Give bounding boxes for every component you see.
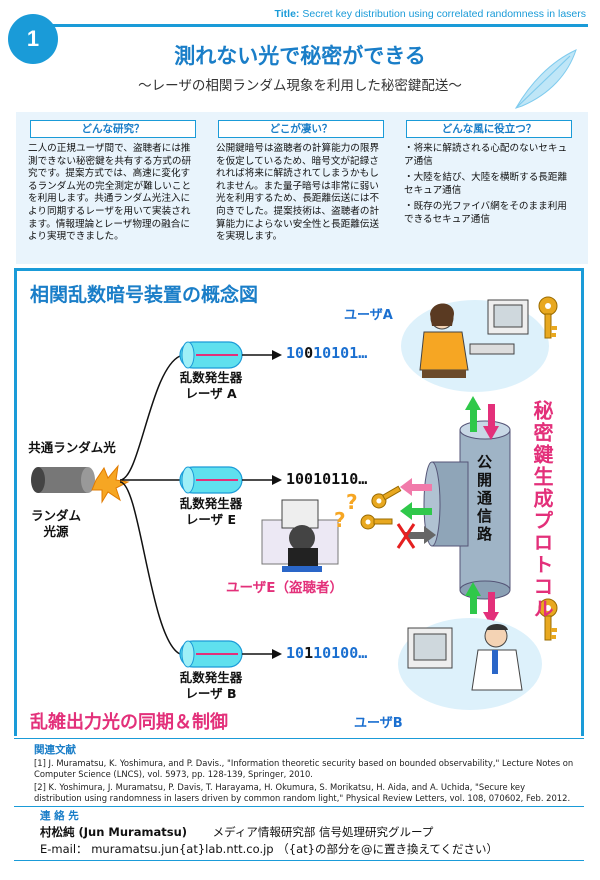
laser-b-icon — [179, 640, 282, 668]
public-channel-label: 公開通信路 — [475, 454, 493, 544]
bits-b-part1: 10 — [286, 644, 305, 662]
bits-a-part3: 10101… — [313, 344, 368, 362]
label-line: 乱数発生器 — [179, 670, 243, 685]
contact-divider — [14, 806, 584, 807]
label-line: ランダム — [30, 508, 81, 523]
references-heading: 関連文献 — [34, 744, 76, 756]
sub-title: ～レーザの相関ランダム現象を利用した秘密鍵配送～ — [138, 78, 462, 94]
bullet-item: ・既存の光ファイバ網をそのまま利用できるセキュア通信 — [404, 201, 567, 225]
column-heading-merit: どこが凄い？ — [218, 120, 384, 138]
question-mark: ? — [334, 508, 346, 532]
bits-b-part3: 10100… — [313, 644, 368, 662]
main-title: 測れない光で秘密ができる — [174, 44, 426, 68]
user-b-label: ユーザB — [354, 716, 403, 731]
key-icon-b — [538, 598, 558, 641]
laser-a-label: 乱数発生器 レーザ A — [166, 370, 256, 402]
references-divider — [14, 738, 584, 739]
key-icon-e1 — [371, 485, 402, 509]
column-text-merit: 公開鍵暗号は盗聴者の計算能力の限界を仮定しているため、暗号文が記録されれば将来に… — [216, 143, 386, 248]
footer-divider — [14, 860, 584, 861]
title-text: Secret key distribution using correlated… — [302, 8, 586, 20]
contact-name-line: 村松純 (Jun Muramatsu) メディア情報研究部 信号処理研究グループ — [40, 824, 433, 840]
email-note: （{at}の部分を@に置き換えてください） — [277, 842, 499, 856]
bits-b-part2: 1 — [304, 644, 314, 662]
key-icon-e2 — [360, 514, 393, 530]
english-title: Title: Secret key distribution using cor… — [275, 8, 586, 20]
protocol-label: 秘密鍵生成プロトコル — [530, 400, 554, 620]
common-light-label: 共通ランダム光 — [28, 440, 116, 455]
laser-e-icon — [179, 466, 282, 494]
contact-email-line: E-mail： muramatsu.jun{at}lab.ntt.co.jp （… — [40, 841, 498, 857]
label-line: 乱数発生器 — [179, 496, 243, 511]
column-text-research: 二人の正規ユーザ間で、盗聴者には推測できない秘密鍵を共有する方式の研究です。提案… — [28, 143, 198, 248]
random-source-label: ランダム 光源 — [24, 508, 88, 540]
key-icon-a — [538, 296, 558, 339]
diagram-frame — [14, 268, 584, 736]
bits-e: 10010110… — [286, 470, 368, 488]
laser-e-label: 乱数発生器 レーザ E — [166, 496, 256, 528]
paragraph: 二人の正規ユーザ間で、盗聴者には推測できない秘密鍵を共有する方式の研究です。提案… — [28, 143, 192, 243]
random-source-icon — [31, 467, 95, 493]
bits-b: 10110100… — [286, 644, 367, 662]
contact-dept: メディア情報研究部 信号処理研究グループ — [212, 825, 434, 839]
label-line: レーザ A — [185, 386, 237, 401]
contact-name: 村松純 (Jun Muramatsu) — [40, 825, 188, 839]
public-channel-icon — [423, 420, 511, 600]
diagram-title: 相関乱数暗号装置の概念図 — [30, 284, 259, 306]
laser-b-label: 乱数発生器 レーザ B — [166, 670, 256, 702]
paragraph: 公開鍵暗号は盗聴者の計算能力の限界を仮定しているため、暗号文が記録されれば将来に… — [216, 143, 380, 243]
header-divider — [40, 24, 588, 27]
bullet-item: ・大陸を結び、大陸を横断する長距離セキュア通信 — [404, 172, 568, 196]
user-a-label: ユーザA — [344, 308, 393, 323]
email-address: muramatsu.jun{at}lab.ntt.co.jp — [91, 842, 274, 856]
user-e-label: ユーザE（盗聴者） — [226, 580, 343, 596]
user-a-illustration — [401, 299, 549, 392]
label-line: レーザ B — [185, 686, 237, 701]
bullet-item: ・将来に解読される心配のないセキュア通信 — [404, 143, 568, 167]
question-mark: ? — [346, 490, 358, 514]
label-line: 光源 — [43, 524, 69, 539]
title-label: Title: — [274, 8, 300, 20]
label-line: レーザ E — [185, 512, 237, 527]
section-number-badge: 1 — [8, 14, 58, 64]
column-heading-usage: どんな風に役立つ？ — [406, 120, 572, 138]
user-e-illustration — [261, 499, 339, 572]
contact-heading: 連 絡 先 — [40, 810, 79, 822]
email-label: E-mail： — [40, 842, 88, 856]
label-line: 乱数発生器 — [179, 370, 243, 385]
burst-icon — [91, 464, 130, 504]
column-text-usage: ・将来に解読される心配のないセキュア通信 ・大陸を結び、大陸を横断する長距離セキ… — [404, 143, 576, 231]
bits-a-part2: 0 — [304, 344, 314, 362]
column-heading-research: どんな研究？ — [30, 120, 196, 138]
user-b-illustration — [398, 618, 542, 710]
bits-a-part1: 10 — [286, 344, 305, 362]
reference-item: [2] K. Yoshimura, J. Muramatsu, P. Davis… — [34, 782, 571, 803]
channel-arrows — [396, 396, 499, 626]
laser-a-icon — [179, 341, 282, 369]
feather-icon — [514, 49, 577, 109]
sync-label: 乱雑出力光の同期＆制御 — [30, 712, 228, 733]
reference-item: [1] J. Muramatsu, K. Yoshimura, and P. D… — [34, 758, 574, 779]
bits-a: 10010101… — [286, 344, 367, 362]
